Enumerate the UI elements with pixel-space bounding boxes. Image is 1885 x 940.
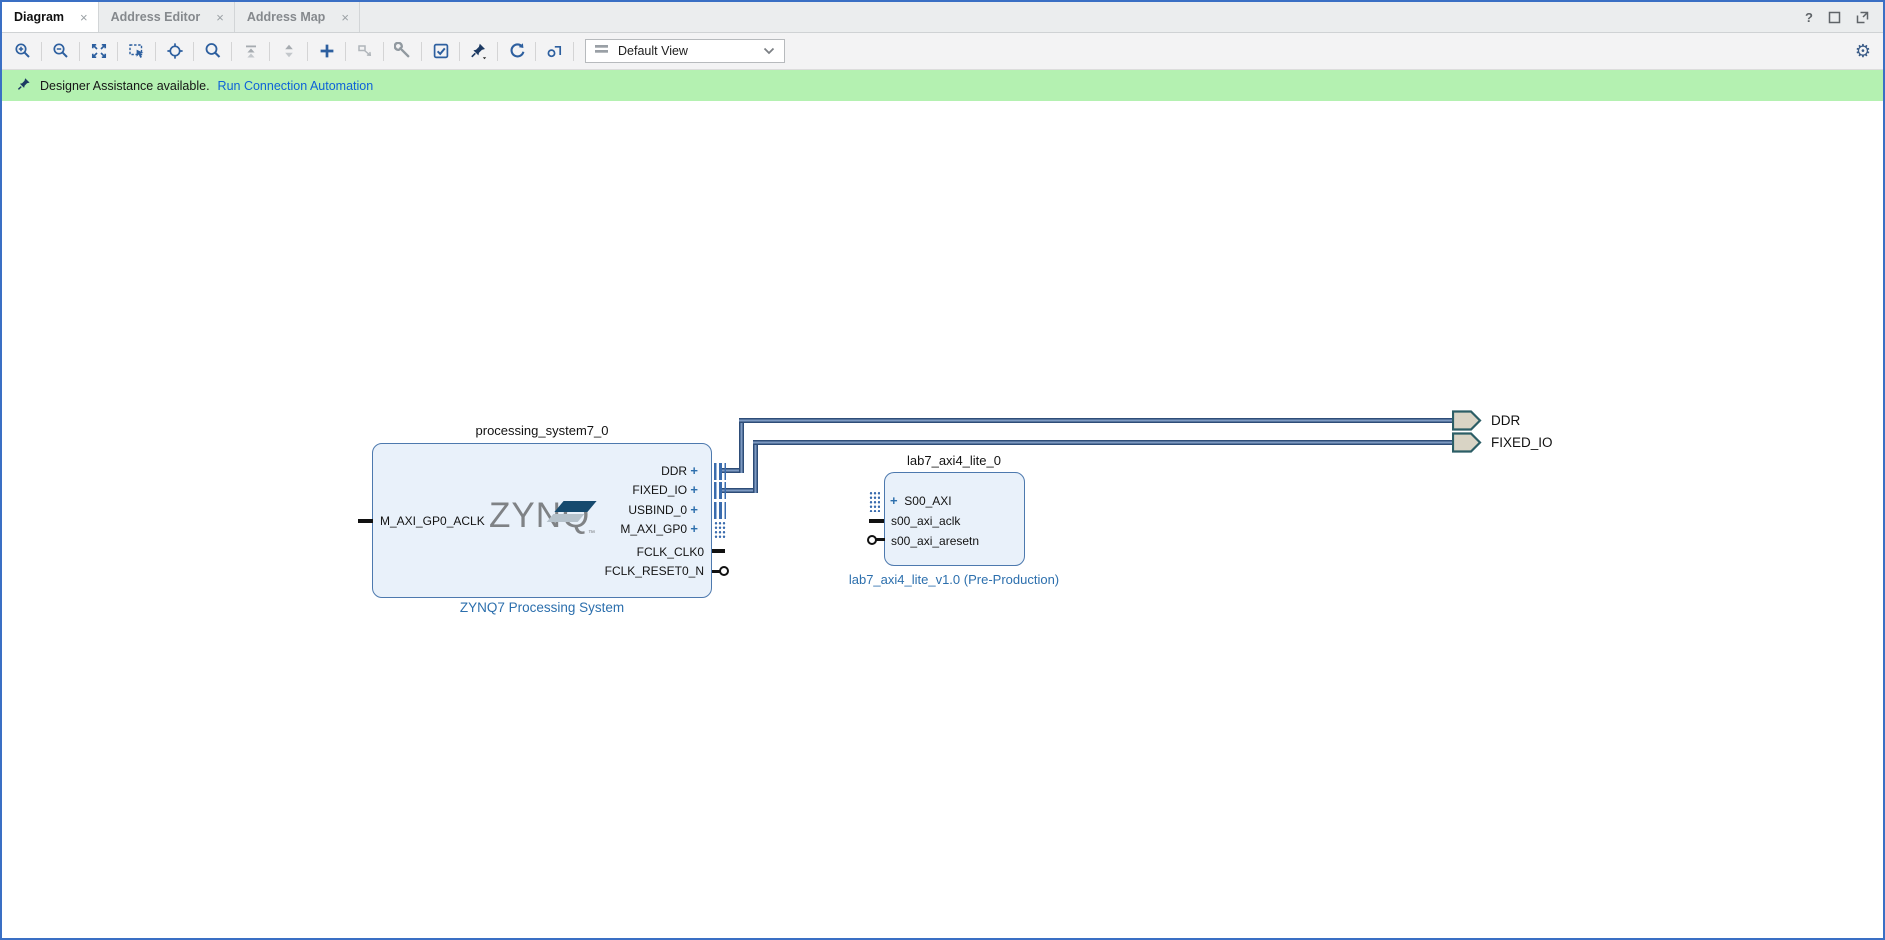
toolbar-separator (497, 41, 498, 61)
port-fclk-clk0[interactable]: FCLK_CLK0 (636, 545, 704, 559)
toolbar-separator (573, 41, 574, 61)
search-icon[interactable] (200, 39, 225, 64)
toolbar-separator (459, 41, 460, 61)
list-icon (595, 44, 609, 58)
tab-address-map[interactable]: Address Map × (235, 2, 360, 32)
regenerate-layout-icon[interactable] (504, 39, 529, 64)
collapse-hierarchy-icon[interactable] (238, 39, 263, 64)
port-s00-axi-aclk[interactable]: s00_axi_aclk (891, 514, 961, 528)
ddr-interface-connector[interactable] (714, 463, 726, 480)
zynq-logo-tm: ™ (588, 530, 595, 537)
toolbar-separator (117, 41, 118, 61)
clock-port-stub[interactable] (358, 519, 373, 523)
expand-port-icon[interactable]: + (690, 463, 698, 478)
toolbar-separator (535, 41, 536, 61)
s00-axi-aclk-stub[interactable] (869, 519, 884, 523)
designer-assistance-pin-icon (17, 77, 31, 95)
designer-assistance-banner: Designer Assistance available. Run Conne… (2, 70, 1883, 101)
port-ddr[interactable]: DDR + (661, 463, 698, 479)
zoom-out-icon[interactable] (48, 39, 73, 64)
maximize-icon[interactable] (1828, 11, 1841, 24)
expand-hierarchy-icon[interactable] (276, 39, 301, 64)
expand-port-icon[interactable]: + (690, 521, 698, 536)
fit-selection-icon[interactable] (162, 39, 187, 64)
ddr-wire-segment[interactable] (722, 468, 744, 473)
external-port-ddr-label[interactable]: DDR (1491, 413, 1521, 428)
toolbar-separator (383, 41, 384, 61)
validate-design-icon[interactable] (428, 39, 453, 64)
ddr-wire-segment[interactable] (739, 418, 1454, 423)
tab-bar: Diagram × Address Editor × Address Map ×… (2, 2, 1883, 33)
add-ip-icon[interactable] (314, 39, 339, 64)
diagram-canvas[interactable]: processing_system7_0 ZYNQ ™ ZYNQ7 Proces… (2, 101, 1883, 938)
fixed-io-wire-segment[interactable] (753, 440, 1454, 445)
toolbar-separator (231, 41, 232, 61)
toolbar-separator (41, 41, 42, 61)
s00-axi-aresetn-stub[interactable] (876, 538, 885, 541)
port-s00-axi[interactable]: + S00_AXI (890, 493, 952, 509)
close-icon[interactable]: × (80, 9, 88, 25)
zoom-fit-icon[interactable] (86, 39, 111, 64)
toolbar-separator (193, 41, 194, 61)
external-port-ddr-shape[interactable] (1451, 410, 1482, 436)
fclk-reset0-stub[interactable] (712, 570, 720, 573)
pin-icon[interactable] (466, 39, 491, 64)
zynq-block-subtitle[interactable]: ZYNQ7 Processing System (459, 600, 625, 615)
usbind-interface-connector[interactable] (714, 502, 726, 519)
fixed-io-interface-connector[interactable] (714, 482, 726, 499)
port-m-axi-gp0-aclk[interactable]: M_AXI_GP0_ACLK (380, 514, 485, 528)
expand-port-icon[interactable]: + (890, 493, 898, 508)
expand-port-icon[interactable]: + (690, 482, 698, 497)
banner-message: Designer Assistance available. (40, 78, 210, 93)
port-fixed-io[interactable]: FIXED_IO + (632, 482, 698, 498)
axi-block-title[interactable]: lab7_axi4_lite_0 (907, 453, 1001, 468)
s00-axi-interface-connector[interactable] (869, 491, 880, 512)
port-fclk-reset0-n[interactable]: FCLK_RESET0_N (604, 564, 704, 578)
external-port-fixed-io-shape[interactable] (1451, 432, 1482, 458)
tab-address-editor-label: Address Editor (110, 10, 201, 24)
tab-diagram[interactable]: Diagram × (2, 2, 99, 32)
fixed-io-wire-segment[interactable] (753, 440, 758, 493)
port-s00-axi-aresetn[interactable]: s00_axi_aresetn (891, 534, 980, 548)
toolbar-separator (155, 41, 156, 61)
ddr-wire-segment[interactable] (739, 418, 744, 473)
float-icon[interactable] (1856, 11, 1869, 24)
expand-port-icon[interactable]: + (690, 502, 698, 517)
toolbar-separator (307, 41, 308, 61)
fclk-reset0-terminal-icon[interactable] (719, 566, 729, 576)
close-icon[interactable]: × (341, 9, 349, 25)
fixed-io-wire-segment[interactable] (722, 488, 758, 493)
toolbar-separator (345, 41, 346, 61)
run-connection-automation-link[interactable]: Run Connection Automation (217, 78, 374, 93)
chevron-down-icon (763, 47, 775, 55)
interface-view-icon[interactable] (542, 39, 567, 64)
tab-address-editor[interactable]: Address Editor × (99, 2, 235, 32)
zoom-to-selection-icon[interactable] (124, 39, 149, 64)
diagram-toolbar: Default View ⚙ (2, 33, 1883, 70)
toolbar-separator (79, 41, 80, 61)
view-selector-dropdown[interactable]: Default View (585, 39, 785, 63)
axi-block-subtitle[interactable]: lab7_axi4_lite_v1.0 (Pre-Production) (848, 572, 1060, 587)
external-port-fixed-io-label[interactable]: FIXED_IO (1491, 435, 1553, 450)
zynq-block-title[interactable]: processing_system7_0 (475, 423, 609, 438)
toolbar-separator (421, 41, 422, 61)
tab-diagram-label: Diagram (14, 10, 65, 24)
fclk-clk0-stub[interactable] (712, 549, 725, 553)
zoom-in-icon[interactable] (10, 39, 35, 64)
make-connection-icon[interactable] (352, 39, 377, 64)
view-selector-value: Default View (618, 44, 688, 58)
panel-controls: ? (1805, 2, 1883, 32)
zynq-block[interactable]: ZYNQ ™ (372, 443, 712, 598)
settings-gear-icon[interactable]: ⚙ (1854, 41, 1871, 61)
port-usbind-0[interactable]: USBIND_0 + (628, 502, 698, 518)
help-icon[interactable]: ? (1805, 9, 1813, 25)
axi-block[interactable] (884, 472, 1025, 566)
close-icon[interactable]: × (216, 9, 224, 25)
toolbar-separator (269, 41, 270, 61)
m-axi-gp0-interface-connector[interactable] (714, 521, 726, 539)
tab-address-map-label: Address Map (246, 10, 326, 24)
port-m-axi-gp0[interactable]: M_AXI_GP0 + (620, 521, 698, 537)
customize-wrench-icon[interactable] (390, 39, 415, 64)
